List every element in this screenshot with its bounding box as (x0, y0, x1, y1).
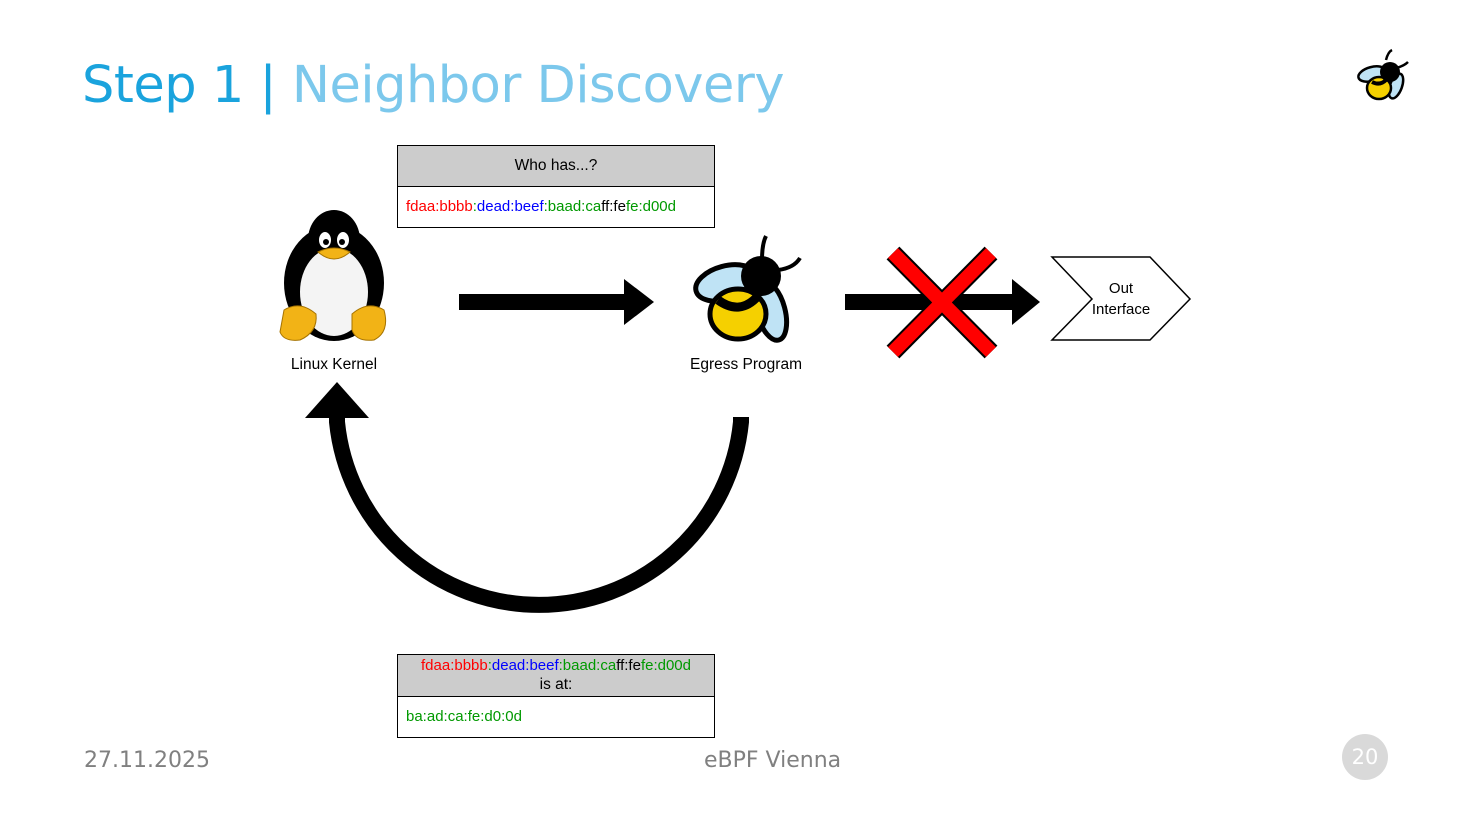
out-interface-label-line2: Interface (1092, 301, 1150, 318)
addr-colon: : (487, 657, 492, 674)
request-header-text: Who has...? (514, 157, 598, 174)
addr-host-b: ff:fe (616, 657, 641, 674)
request-address: fdaa:bbbb:dead:beef:baad:caff:fefe:d00d (398, 187, 714, 227)
addr-colon: : (472, 198, 477, 215)
red-x-icon (886, 246, 998, 359)
bee-logo-icon (1357, 48, 1409, 101)
addr-subnet: dead:beef (491, 657, 559, 674)
title-separator: | (259, 56, 277, 115)
arrow-kernel-to-egress (459, 279, 654, 325)
request-header: Who has...? (398, 146, 714, 187)
addr-host-a: :baad:ca (543, 198, 602, 215)
title-step: Step 1 (82, 56, 244, 115)
addr-prefix: fdaa:bbbb (421, 657, 488, 674)
reply-box: fdaa:bbbb:dead:beef:baad:caff:fefe:d00d … (397, 654, 715, 738)
footer-event: eBPF Vienna (704, 748, 842, 773)
addr-prefix: fdaa:bbbb (406, 198, 473, 215)
out-interface-label-line1: Out (1109, 280, 1134, 297)
page-number-badge: 20 (1342, 734, 1388, 780)
request-box: Who has...? fdaa:bbbb:dead:beef:baad:caf… (397, 145, 715, 228)
reply-address: fdaa:bbbb:dead:beef:baad:caff:fefe:d00d (398, 657, 714, 675)
addr-subnet: dead:beef (476, 198, 544, 215)
reply-is-at: is at: (539, 676, 573, 693)
addr-host-c: fe:d00d (640, 657, 691, 674)
footer-date: 27.11.2025 (84, 748, 210, 773)
tux-penguin-icon (279, 210, 387, 341)
addr-host-a: :baad:ca (558, 657, 617, 674)
return-arrow (305, 382, 749, 613)
kernel-label: Linux Kernel (291, 356, 377, 373)
slide-title: Step 1 | Neighbor Discovery (82, 56, 785, 115)
addr-host-b: ff:fe (601, 198, 626, 215)
egress-label: Egress Program (690, 356, 802, 373)
reply-mac: ba:ad:ca:fe:d0:0d (406, 708, 522, 725)
bee-icon (693, 235, 802, 343)
reply-header: fdaa:bbbb:dead:beef:baad:caff:fefe:d00d … (398, 655, 714, 697)
addr-host-c: fe:d00d (625, 198, 676, 215)
title-topic: Neighbor Discovery (291, 56, 785, 115)
out-interface-shape (1050, 256, 1192, 341)
